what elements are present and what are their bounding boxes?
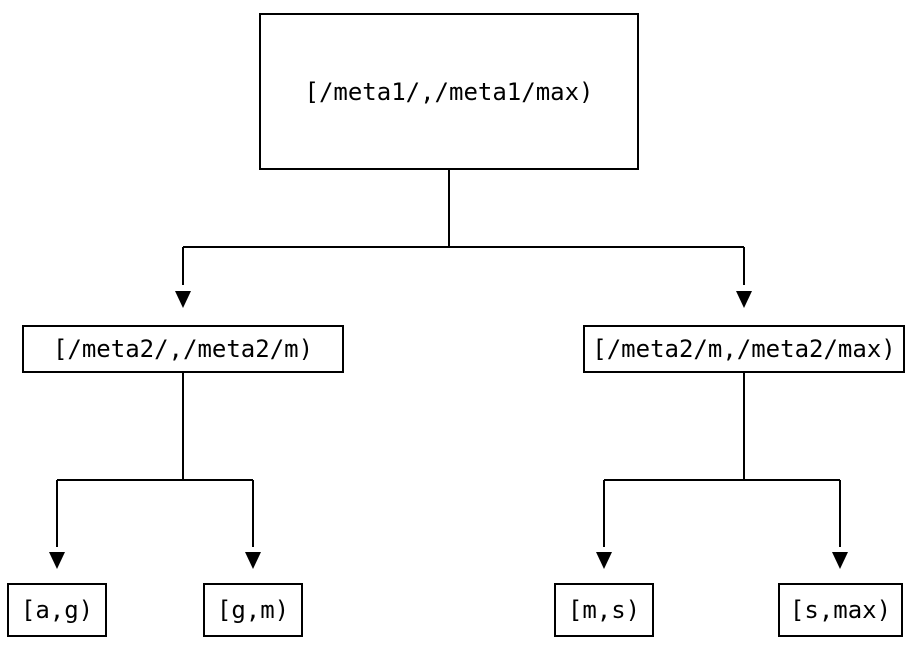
node-leaf-g-m: [g,m) [203,583,303,637]
node-leaf-s-max: [s,max) [778,583,903,637]
arrowhead-down-icon [245,552,261,569]
arrowhead-down-icon [596,552,612,569]
node-leaf-m-s: [m,s) [554,583,654,637]
node-meta2-high-range: [/meta2/m,/meta2/max) [583,325,905,373]
node-root-meta1-range: [/meta1/,/meta1/max) [259,13,639,170]
node-leaf-a-g: [a,g) [7,583,107,637]
arrowhead-down-icon [49,552,65,569]
arrowhead-down-icon [832,552,848,569]
arrowhead-down-icon [175,291,191,308]
node-meta2-low-range: [/meta2/,/meta2/m) [22,325,344,373]
arrowhead-down-icon [736,291,752,308]
